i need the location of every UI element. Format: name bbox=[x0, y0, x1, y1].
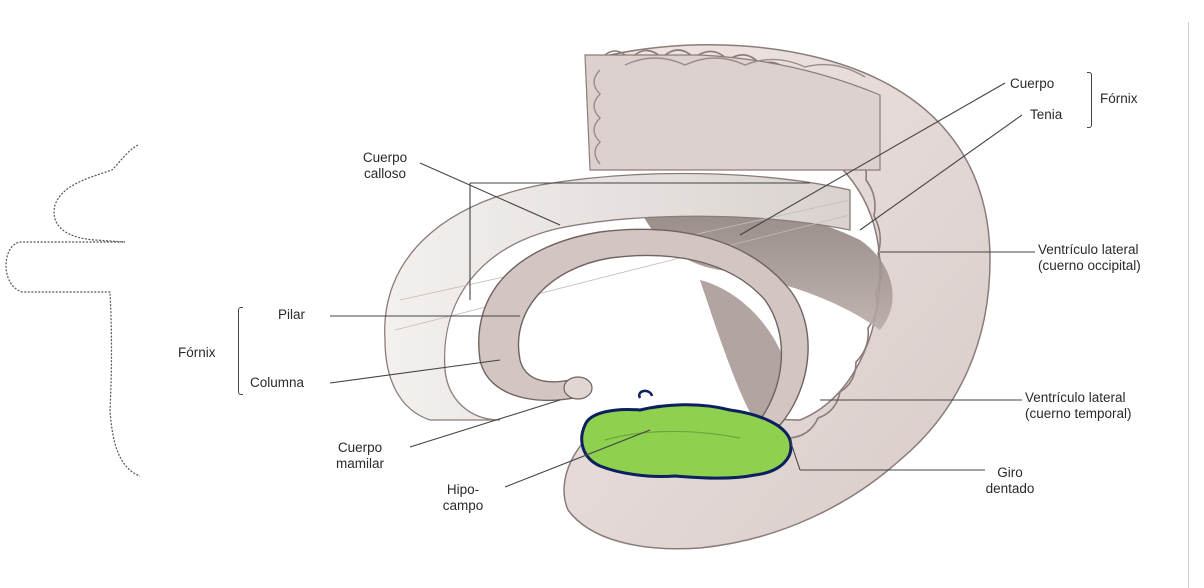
label-ventriculo-occipital: Ventrículo lateral (cuerno occipital) bbox=[1038, 242, 1141, 275]
label-cuerpo-calloso-line1: Cuerpo bbox=[362, 150, 408, 165]
label-ventriculo-temporal: Ventrículo lateral (cuerno temporal) bbox=[1025, 390, 1132, 423]
label-giro-dentado-line1: Giro bbox=[997, 465, 1023, 480]
label-tenia: Tenia bbox=[1030, 107, 1063, 122]
label-cuerpo-calloso: Cuerpo calloso bbox=[345, 150, 425, 183]
label-fornix-left: Fórnix bbox=[178, 345, 216, 360]
label-cuerpo-fornix: Cuerpo bbox=[1010, 76, 1055, 91]
label-cuerpo-calloso-line2: calloso bbox=[363, 166, 407, 182]
label-cuerpo-mamilar-line2: mamilar bbox=[335, 456, 384, 472]
label-giro-dentado-line2: dentado bbox=[985, 481, 1035, 497]
corpus-callosum bbox=[384, 172, 851, 421]
label-cuerpo-mamilar: Cuerpo mamilar bbox=[318, 440, 402, 473]
mamillary-body bbox=[563, 376, 593, 400]
label-giro-dentado: Giro dentado bbox=[975, 465, 1045, 498]
hippocampus bbox=[580, 403, 793, 480]
label-pilar: Pilar bbox=[278, 307, 306, 322]
label-hipocampo-line1: Hipo- bbox=[446, 482, 480, 497]
head-outline bbox=[5, 144, 141, 477]
label-ventriculo-temporal-line1: Ventrículo lateral bbox=[1025, 390, 1126, 405]
brace-fornix-right bbox=[1087, 72, 1092, 128]
label-fornix-right: Fórnix bbox=[1100, 91, 1138, 106]
label-ventriculo-temporal-line2: (cuerno temporal) bbox=[1025, 406, 1132, 422]
fornix bbox=[478, 228, 809, 426]
label-hipocampo-line2: campo bbox=[442, 498, 484, 514]
leader-lines bbox=[329, 82, 1035, 488]
brace-fornix-left bbox=[238, 307, 243, 395]
label-cuerpo-mamilar-line1: Cuerpo bbox=[337, 440, 383, 455]
page-edge-line bbox=[1188, 22, 1189, 588]
label-ventriculo-occipital-line2: (cuerno occipital) bbox=[1038, 258, 1141, 274]
label-ventriculo-occipital-line1: Ventrículo lateral bbox=[1038, 242, 1139, 257]
label-hipocampo: Hipo- campo bbox=[428, 482, 498, 515]
cortex-cut-face bbox=[584, 54, 881, 171]
label-columna: Columna bbox=[250, 375, 305, 390]
